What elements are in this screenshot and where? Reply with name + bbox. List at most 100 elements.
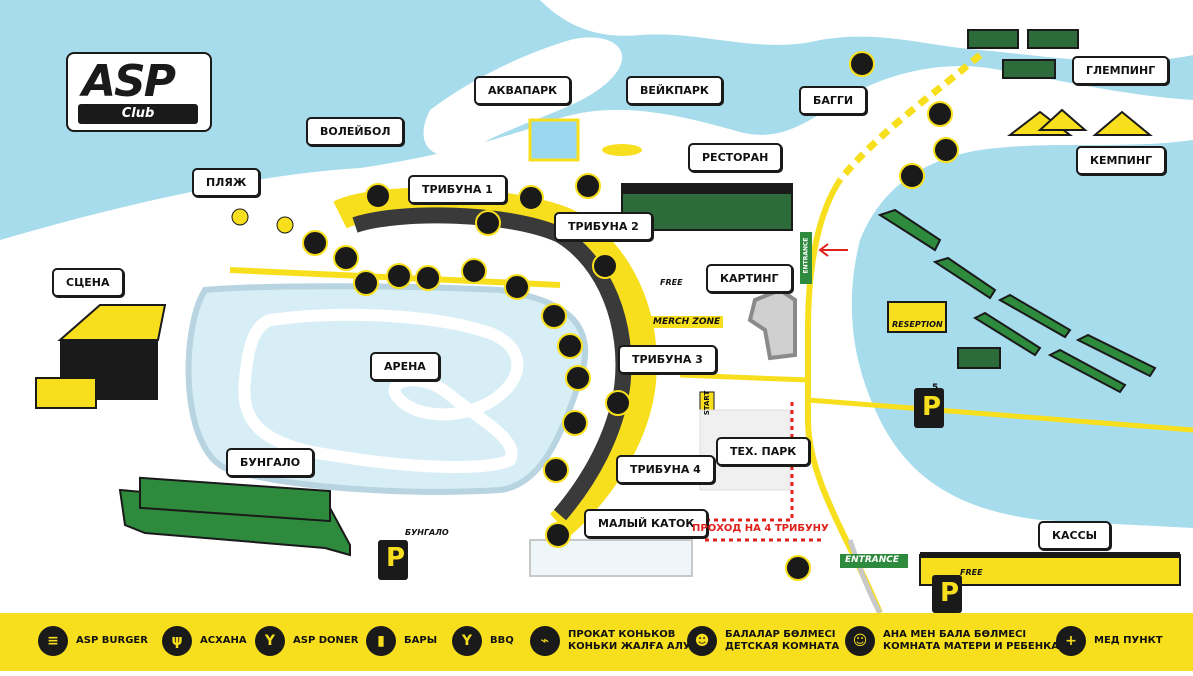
wc-icon bbox=[927, 101, 953, 127]
small-building bbox=[957, 347, 1001, 369]
bbq-icon: Y bbox=[452, 626, 482, 656]
legend-label: АНА МЕН БАЛА БӨЛМЕСІ КОМНАТА МАТЕРИ И РЕ… bbox=[883, 629, 1060, 652]
first-aid-icon: + bbox=[1056, 626, 1086, 656]
logo-text: ASP bbox=[82, 56, 176, 107]
cabin bbox=[1075, 333, 1157, 378]
cashiers-roof bbox=[920, 552, 1180, 558]
kids-room-icon bbox=[386, 263, 412, 289]
legend-label: АСХАНА bbox=[200, 635, 247, 646]
reception-sign bbox=[887, 301, 947, 333]
label-volleyball: ВОЛЕЙБОЛ bbox=[306, 117, 405, 146]
wc-icon bbox=[605, 390, 631, 416]
label-restaurant: РЕСТОРАН bbox=[688, 143, 783, 172]
karting-track bbox=[747, 287, 797, 361]
label-aquapark: АКВАПАРК bbox=[474, 76, 572, 105]
label-wakepark: ВЕЙКПАРК bbox=[626, 76, 723, 105]
entrance-sign-horizontal bbox=[840, 554, 908, 568]
tent bbox=[1037, 108, 1088, 131]
legend-label: МЕД ПУНКТ bbox=[1094, 635, 1163, 646]
beach-umbrella bbox=[231, 208, 249, 226]
free-wifi-bottom-text: FREE bbox=[960, 568, 983, 577]
legend-item: ≡ASP BURGER bbox=[38, 626, 148, 656]
passage-dotted bbox=[690, 402, 794, 522]
road-gray bbox=[847, 539, 883, 615]
label-karting: КАРТИНГ bbox=[706, 264, 793, 293]
parking-letter-bottom: P bbox=[940, 578, 960, 608]
wc-icon bbox=[475, 210, 501, 236]
road-branch bbox=[807, 397, 1193, 433]
merch-zone-text: MERCH ZONE bbox=[650, 316, 724, 328]
drink-icon: ▮ bbox=[366, 626, 396, 656]
skate-rental-icon bbox=[933, 137, 959, 163]
logo-subtext: Club bbox=[78, 104, 198, 124]
wc-icon bbox=[333, 245, 359, 271]
label-glamping: ГЛЕМПИНГ bbox=[1072, 56, 1170, 85]
passage-text: ПРОХОД НА 4 ТРИБУНУ bbox=[692, 523, 829, 534]
label-camping: КЕМПИНГ bbox=[1076, 146, 1167, 175]
label-cashiers: КАССЫ bbox=[1038, 521, 1112, 550]
legend-item: ☺ АНА МЕН БАЛА БӨЛМЕСІ КОМНАТА МАТЕРИ И Р… bbox=[845, 626, 1059, 656]
drink-icon bbox=[353, 270, 379, 296]
drink-icon bbox=[461, 258, 487, 284]
legend-item: Y ASP DONER bbox=[255, 626, 358, 656]
burger-icon bbox=[365, 183, 391, 209]
label-beach: ПЛЯЖ bbox=[192, 168, 261, 197]
shower-icon bbox=[302, 230, 328, 256]
entrance-sign-text: ENTRANCE bbox=[845, 555, 899, 565]
wc-icon bbox=[545, 522, 571, 548]
entrance-vertical-text: ENTRANCE bbox=[802, 237, 810, 274]
skate-rental-icon: ⌁ bbox=[530, 626, 560, 656]
legend-item: ▮ БАРЫ bbox=[366, 626, 437, 656]
parking-sign-right bbox=[914, 388, 944, 428]
label-stage: СЦЕНА bbox=[52, 268, 124, 297]
drink-icon bbox=[541, 303, 567, 329]
mother-child-icon: ☺ bbox=[845, 626, 875, 656]
cabin bbox=[1047, 348, 1127, 394]
kids-room-icon: ☻ bbox=[687, 626, 717, 656]
bungalo-roof bbox=[139, 476, 331, 523]
parking-letter-left: P bbox=[386, 543, 406, 573]
parking-number-text: 5 bbox=[932, 383, 939, 393]
doner-icon: Y bbox=[255, 626, 285, 656]
legend-label: БАЛАЛАР БӨЛМЕСІ ДЕТСКАЯ КОМНАТА bbox=[725, 629, 840, 652]
wc-icon bbox=[592, 253, 618, 279]
stage-roof bbox=[57, 304, 167, 341]
glamping-house bbox=[967, 29, 1019, 49]
legend-bar bbox=[0, 613, 1193, 671]
road-dashed bbox=[837, 52, 983, 183]
reception-text: RESEPTION bbox=[892, 320, 943, 329]
legend-label: ASP DONER bbox=[293, 635, 359, 646]
label-tech-park: ТЕХ. ПАРК bbox=[716, 437, 811, 466]
asp-club-logo: ASP Club bbox=[66, 52, 212, 132]
fork-icon bbox=[504, 274, 530, 300]
label-buggy: БАГГИ bbox=[799, 86, 868, 115]
aquapark-castle bbox=[528, 118, 580, 162]
label-bungalo: БУНГАЛО bbox=[226, 448, 315, 477]
legend-item: + МЕД ПУНКТ bbox=[1056, 626, 1163, 656]
label-tribune-4: ТРИБУНА 4 bbox=[616, 455, 715, 484]
cabin bbox=[972, 311, 1042, 357]
start-sign-text: START bbox=[703, 390, 711, 416]
skate-rental-icon bbox=[785, 555, 811, 581]
drink-icon bbox=[543, 457, 569, 483]
burger-icon: ≡ bbox=[38, 626, 68, 656]
shower-icon bbox=[899, 163, 925, 189]
label-tribune-1: ТРИБУНА 1 bbox=[408, 175, 507, 204]
free-wifi-top-text: FREE bbox=[660, 278, 683, 287]
legend-item: ☻ БАЛАЛАР БӨЛМЕСІ ДЕТСКАЯ КОМНАТА bbox=[687, 626, 839, 656]
red-arrow bbox=[818, 243, 848, 257]
stage-base bbox=[35, 377, 97, 409]
cabin bbox=[932, 256, 997, 300]
arena-track bbox=[238, 308, 524, 473]
legend-item: ⌁ПРОКАТ КОНЬКОВ КОНЬКИ ЖАЛҒА АЛУ bbox=[530, 626, 691, 656]
first-aid-icon bbox=[415, 265, 441, 291]
parking-letter-right: P bbox=[922, 392, 942, 422]
legend-label: БАРЫ bbox=[404, 635, 438, 646]
doner-icon bbox=[557, 333, 583, 359]
glamping-house bbox=[1002, 59, 1056, 79]
parking-sign-left bbox=[378, 540, 408, 580]
